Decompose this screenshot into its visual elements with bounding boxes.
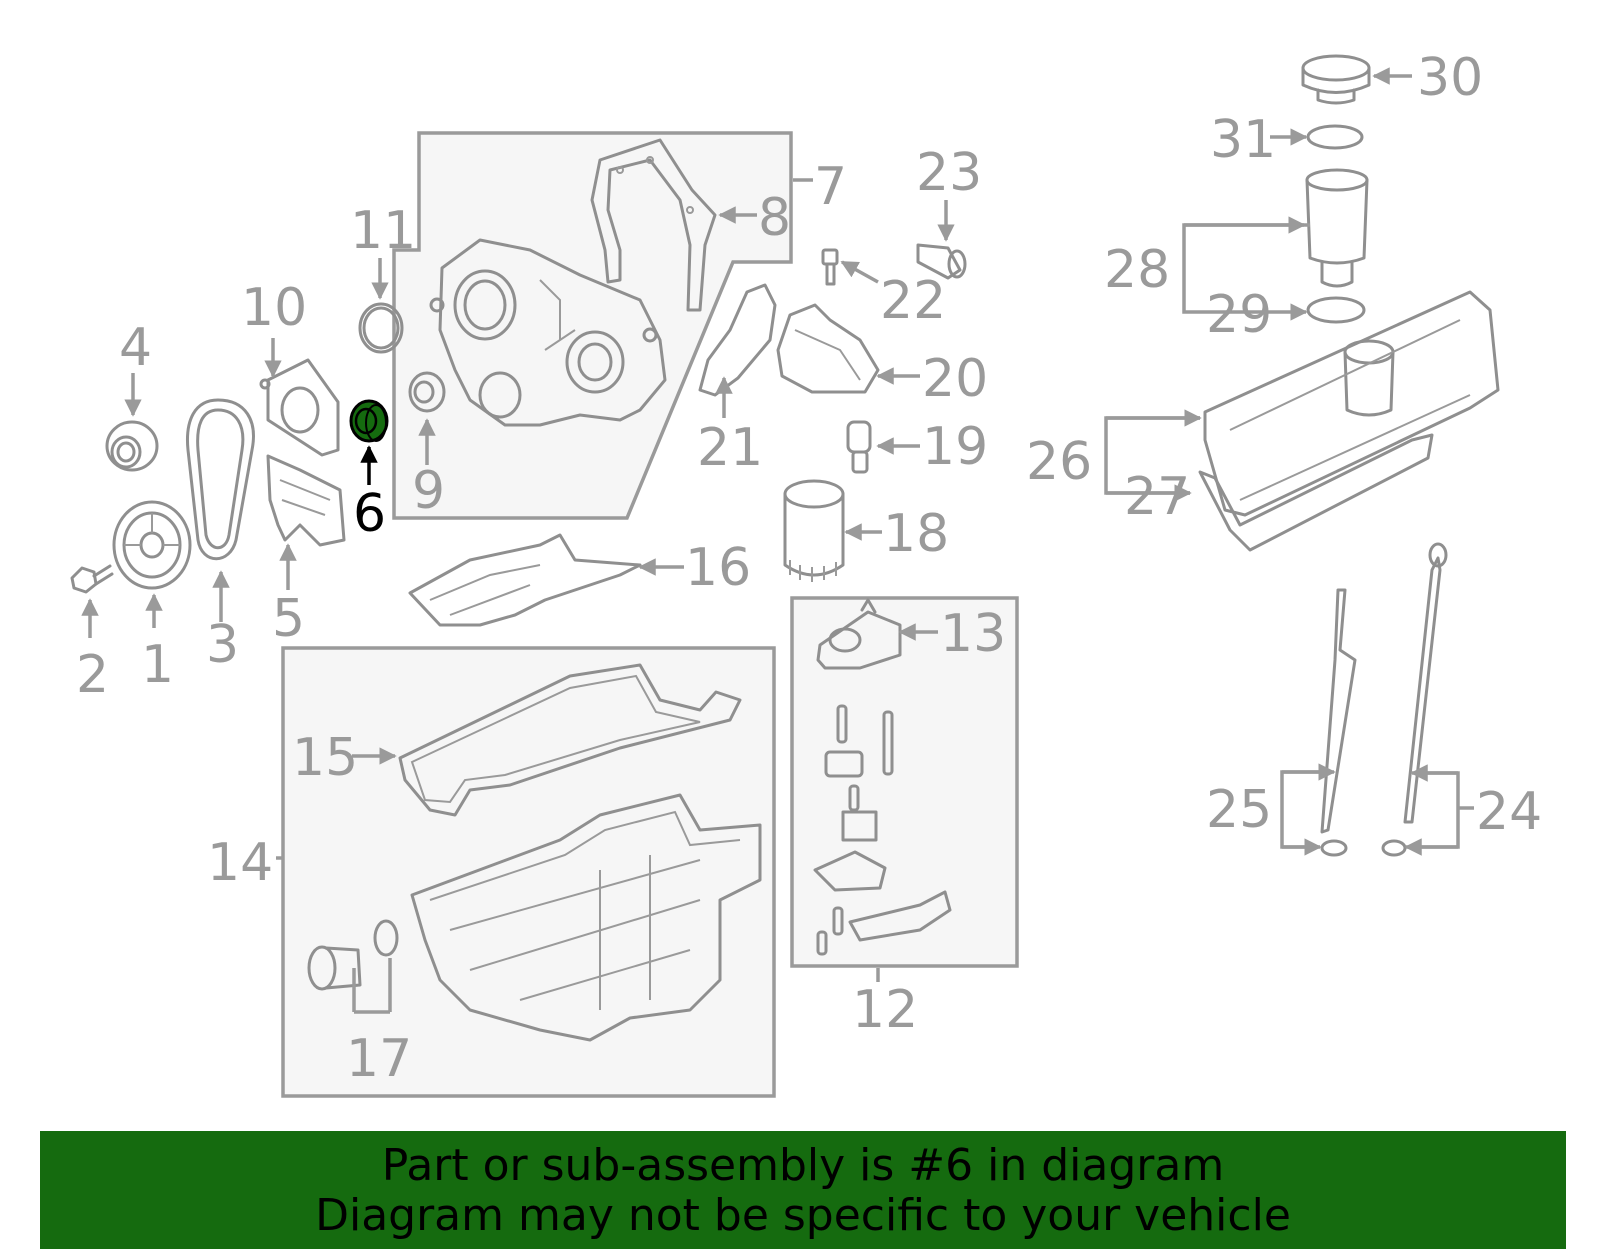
sensor-23-part[interactable] [916, 243, 967, 280]
callout-18: 18 [883, 504, 949, 564]
callout-22: 22 [880, 271, 946, 331]
callout-1: 1 [141, 635, 174, 695]
front-seal-part-highlighted[interactable] [349, 399, 389, 443]
callout-8: 8 [758, 188, 791, 248]
callout-28: 28 [1104, 240, 1170, 300]
drain-plug-part[interactable] [307, 919, 399, 991]
callout-16: 16 [685, 538, 751, 598]
callout-13: 13 [940, 604, 1006, 664]
oil-pan-part[interactable] [410, 793, 762, 1042]
callout-25: 25 [1206, 780, 1272, 840]
callout-4: 4 [119, 318, 152, 378]
dipstick-25-part[interactable] [1320, 588, 1357, 857]
valve-cover-gasket-part[interactable] [1198, 433, 1434, 552]
oil-pump-part[interactable] [816, 598, 902, 670]
callout-17: 17 [346, 1029, 412, 1089]
idler-pulley-part[interactable] [105, 420, 159, 472]
callout-27: 27 [1124, 467, 1190, 527]
callout-23: 23 [916, 143, 982, 203]
callout-9: 9 [412, 461, 445, 521]
oring-11-part[interactable] [358, 302, 404, 354]
callout-31: 31 [1210, 110, 1276, 170]
callout-29: 29 [1206, 285, 1272, 345]
callout-26: 26 [1026, 432, 1092, 492]
callout-5: 5 [272, 589, 305, 649]
callout-14: 14 [207, 833, 273, 893]
windage-tray-part[interactable] [408, 533, 642, 627]
callout-15: 15 [292, 728, 358, 788]
timing-belt-part[interactable] [185, 398, 255, 561]
callout-10: 10 [241, 278, 307, 338]
oil-pump-group-box [790, 596, 1019, 968]
pan-gasket-part[interactable] [398, 663, 742, 817]
dipstick-24-part[interactable] [1381, 542, 1448, 857]
callout-12: 12 [852, 980, 918, 1040]
timing-cover-group-box [392, 131, 793, 520]
oring-31-part[interactable] [1306, 124, 1364, 150]
gasket-8-part[interactable] [590, 138, 717, 312]
callout-20: 20 [922, 349, 988, 409]
bracket-part[interactable] [266, 454, 346, 547]
fill-cap-part[interactable] [1301, 54, 1371, 105]
crank-pulley-part[interactable] [112, 500, 192, 590]
plate-10-part[interactable] [259, 358, 340, 457]
valve-cover-part[interactable] [1203, 290, 1500, 517]
callout-2: 2 [76, 645, 109, 705]
crank-bolt-part[interactable] [70, 564, 114, 594]
cover-20-part[interactable] [776, 303, 880, 394]
callout-30: 30 [1417, 48, 1483, 108]
adapter-19-part[interactable] [846, 420, 872, 474]
oil-filter-part[interactable] [783, 479, 845, 582]
callout-3: 3 [206, 615, 239, 675]
callout-7: 7 [814, 157, 847, 217]
seal-9-part[interactable] [408, 371, 446, 413]
oring-29-part[interactable] [1306, 296, 1366, 324]
callout-19: 19 [922, 417, 988, 477]
oil-pump-internals-part[interactable] [813, 704, 952, 956]
callout-11: 11 [350, 201, 416, 261]
oil-pan-group-box [281, 646, 776, 1098]
callout-21: 21 [697, 418, 763, 478]
callout-24: 24 [1476, 782, 1542, 842]
callout-6: 6 [353, 484, 386, 544]
timing-cover-part[interactable] [429, 238, 667, 427]
bolt-22-part[interactable] [821, 248, 839, 286]
fill-tube-part[interactable] [1305, 168, 1369, 288]
notice-line-1: Part or sub-assembly is #6 in diagram [381, 1140, 1225, 1191]
notice-line-2: Diagram may not be specific to your vehi… [315, 1190, 1291, 1241]
notice-banner: Part or sub-assembly is #6 in diagram Di… [40, 1131, 1566, 1249]
